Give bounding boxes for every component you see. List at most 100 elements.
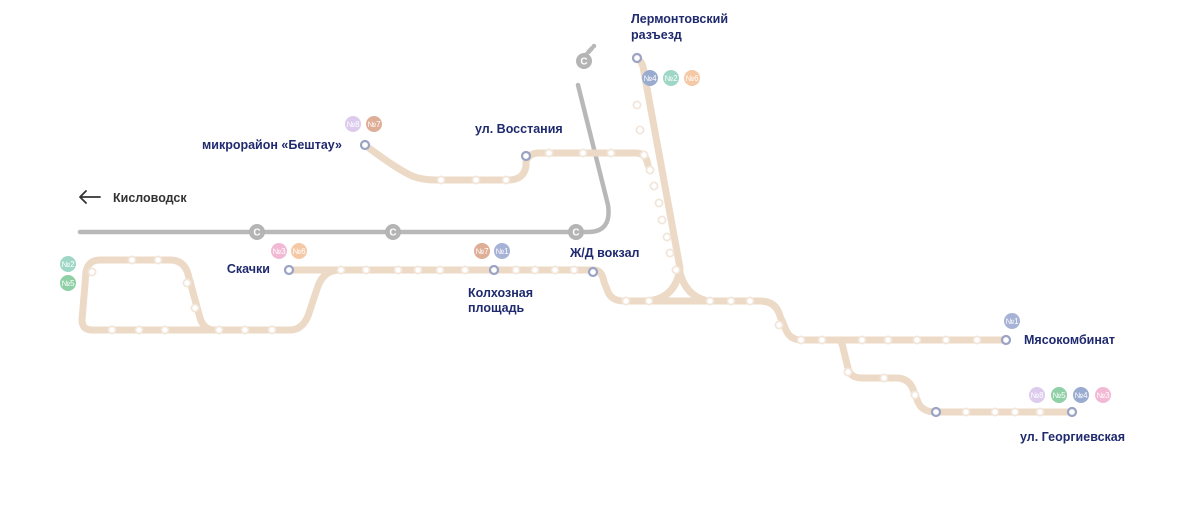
stop-marker[interactable] <box>190 303 200 313</box>
stop-marker[interactable] <box>857 335 867 345</box>
route-badge-lermontov[interactable]: №6 <box>684 70 700 86</box>
stop-marker[interactable] <box>550 265 560 275</box>
stop-marker[interactable] <box>774 320 784 330</box>
terminal-skachki[interactable] <box>283 264 295 276</box>
direction-label: Кисловодск <box>113 191 187 205</box>
route-badge-lermontov[interactable]: №4 <box>642 70 658 86</box>
station-label-myasokombinat[interactable]: Мясокомбинат <box>1024 333 1115 347</box>
station-label-kolkhoznaya[interactable]: Колхозная площадь <box>468 286 537 315</box>
stop-marker[interactable] <box>635 125 645 135</box>
rail-station-icon[interactable]: C <box>385 224 401 240</box>
stop-marker[interactable] <box>879 373 889 383</box>
stop-marker[interactable] <box>662 232 672 242</box>
stop-marker[interactable] <box>460 265 470 275</box>
route-badge-georgievskaya[interactable]: №4 <box>1073 387 1089 403</box>
stop-marker[interactable] <box>645 165 655 175</box>
stop-marker[interactable] <box>160 325 170 335</box>
route-badge-georgievskaya[interactable]: №8 <box>1029 387 1045 403</box>
rail-station-icon[interactable]: C <box>576 53 592 69</box>
stop-marker[interactable] <box>393 265 403 275</box>
stop-marker[interactable] <box>817 335 827 345</box>
stop-marker[interactable] <box>530 265 540 275</box>
stop-marker[interactable] <box>649 181 659 191</box>
stop-marker[interactable] <box>671 265 681 275</box>
terminal-vokzal[interactable] <box>587 266 599 278</box>
stop-marker[interactable] <box>127 255 137 265</box>
stop-marker[interactable] <box>796 335 806 345</box>
route-badge-loop[interactable]: №5 <box>60 275 76 291</box>
terminal-lermontov[interactable] <box>631 52 643 64</box>
stop-marker[interactable] <box>972 335 982 345</box>
stop-marker[interactable] <box>435 265 445 275</box>
stop-marker[interactable] <box>134 325 144 335</box>
stop-marker[interactable] <box>413 265 423 275</box>
station-label-vosstaniya[interactable]: ул. Восстания <box>475 122 563 136</box>
terminal-beshtau[interactable] <box>359 139 371 151</box>
stop-marker[interactable] <box>569 265 579 275</box>
route-badge-beshtau[interactable]: №7 <box>366 116 382 132</box>
stop-marker[interactable] <box>654 198 664 208</box>
route-badge-skachki[interactable]: №3 <box>271 243 287 259</box>
route-skachki-link <box>286 266 344 334</box>
rail-station-icon[interactable]: C <box>568 224 584 240</box>
stop-marker[interactable] <box>471 175 481 185</box>
route-badge-circle <box>642 70 658 86</box>
stop-marker[interactable] <box>107 325 117 335</box>
stop-marker[interactable] <box>910 390 920 400</box>
terminal-georgievskaya[interactable] <box>1066 406 1078 418</box>
station-label-georgievskaya[interactable]: ул. Георгиевская <box>1020 430 1125 444</box>
terminal-georgievskaya-west[interactable] <box>930 406 942 418</box>
rail-station-icon[interactable]: C <box>249 224 265 240</box>
stop-marker[interactable] <box>621 296 631 306</box>
stop-marker[interactable] <box>153 255 163 265</box>
stop-marker[interactable] <box>240 325 250 335</box>
stop-marker[interactable] <box>511 265 521 275</box>
stop-marker[interactable] <box>578 148 588 158</box>
stop-marker[interactable] <box>501 175 511 185</box>
route-badge-circle <box>1095 387 1111 403</box>
station-label-beshtau[interactable]: микрорайон «Бештау» <box>202 138 342 152</box>
route-badge-kolkhoznaya[interactable]: №7 <box>474 243 490 259</box>
route-badge-kolkhoznaya[interactable]: №1 <box>494 243 510 259</box>
route-badge-georgievskaya[interactable]: №3 <box>1095 387 1111 403</box>
stop-marker[interactable] <box>657 215 667 225</box>
stop-marker[interactable] <box>990 407 1000 417</box>
station-label-skachki[interactable]: Скачки <box>227 262 270 276</box>
stop-marker[interactable] <box>436 175 446 185</box>
stop-marker[interactable] <box>883 335 893 345</box>
stop-marker[interactable] <box>941 335 951 345</box>
stop-marker[interactable] <box>1035 407 1045 417</box>
terminal-vosstaniya[interactable] <box>520 150 532 162</box>
stop-marker[interactable] <box>267 325 277 335</box>
stop-marker[interactable] <box>705 296 715 306</box>
stop-marker[interactable] <box>644 296 654 306</box>
stop-marker[interactable] <box>665 248 675 258</box>
stop-marker[interactable] <box>182 278 192 288</box>
route-badge-beshtau[interactable]: №8 <box>345 116 361 132</box>
stop-marker[interactable] <box>639 150 649 160</box>
stop-marker[interactable] <box>606 148 616 158</box>
station-label-lermontov[interactable]: Лермонтовский разъезд <box>631 12 732 42</box>
route-badge-lermontov[interactable]: №2 <box>663 70 679 86</box>
stop-marker[interactable] <box>961 407 971 417</box>
stop-marker[interactable] <box>843 367 853 377</box>
route-badge-loop[interactable]: №2 <box>60 256 76 272</box>
route-badge-skachki[interactable]: №6 <box>291 243 307 259</box>
stop-marker[interactable] <box>544 148 554 158</box>
station-label-vokzal[interactable]: Ж/Д вокзал <box>569 246 640 260</box>
stop-marker[interactable] <box>632 100 642 110</box>
stop-marker[interactable] <box>214 325 224 335</box>
route-badge-georgievskaya[interactable]: №5 <box>1051 387 1067 403</box>
stop-marker[interactable] <box>361 265 371 275</box>
stop-marker[interactable] <box>1010 407 1020 417</box>
stop-marker[interactable] <box>336 265 346 275</box>
terminal-myasokombinat[interactable] <box>1000 334 1012 346</box>
stop-marker[interactable] <box>745 296 755 306</box>
route-badge-myasokombinat[interactable]: №1 <box>1004 313 1020 329</box>
stop-marker[interactable] <box>912 335 922 345</box>
terminal-kolkhoznaya[interactable] <box>488 264 500 276</box>
stop-marker[interactable] <box>87 267 97 277</box>
stop-marker[interactable] <box>726 296 736 306</box>
route-badge-label: №7 <box>367 120 381 129</box>
direction-kislovodsk[interactable]: Кисловодск <box>79 190 187 205</box>
